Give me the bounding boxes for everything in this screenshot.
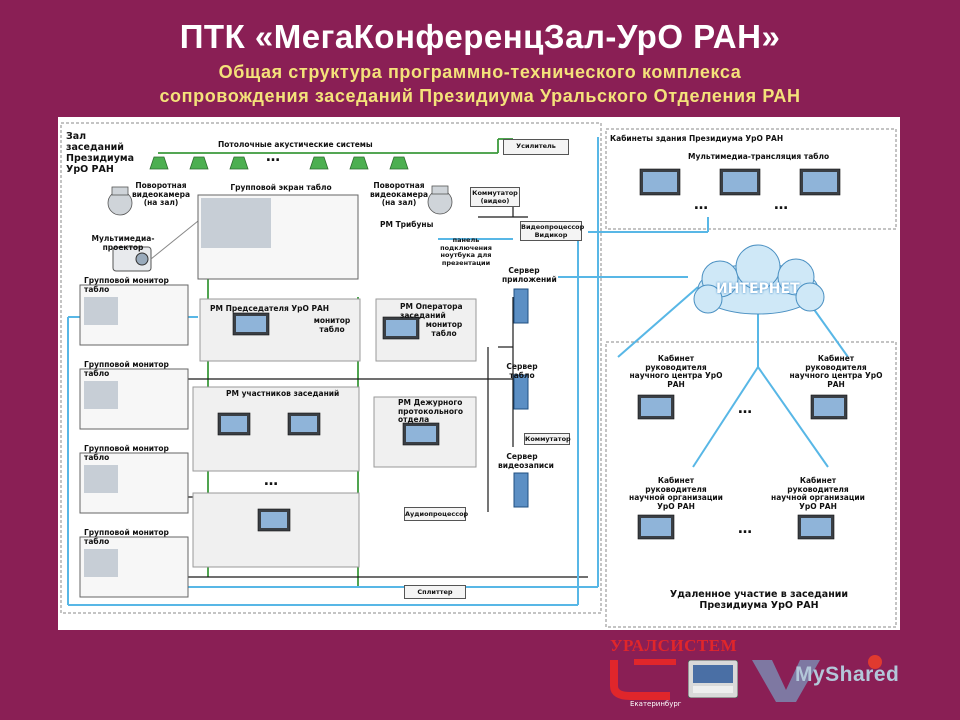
- server-racks: [513, 288, 529, 508]
- ceiling-speakers: [149, 156, 409, 170]
- video-rec-server-label: Сервер видеозаписи: [498, 452, 554, 470]
- rm-participants-label: РМ участников заседаний: [226, 389, 340, 398]
- group-monitor-photos: [84, 297, 118, 577]
- amplifier-box: Усилитель: [503, 139, 569, 155]
- uralsystem-logo-icon: [610, 659, 676, 700]
- internet-label: ИНТЕРНЕТ: [716, 281, 800, 297]
- group-monitor-label-1: Групповой монитор табло: [84, 276, 169, 294]
- rm-operator-label: РМ Оператора заседаний: [400, 302, 463, 320]
- watermark-text: MyShared: [795, 663, 900, 686]
- app-server-label: Сервер приложений: [502, 266, 557, 284]
- multimedia-broadcast-label: Мультимедиа-трансляция табло: [688, 152, 830, 161]
- splitter-box: Сплиттер: [404, 585, 466, 599]
- office-sci-org-label-2: Кабинет руководителя научной организации…: [771, 476, 865, 511]
- group-screen-photo: [201, 198, 271, 248]
- monitor-tablo-label-2: монитор табло: [425, 320, 463, 338]
- group-monitor-label-3: Групповой монитор табло: [84, 444, 169, 462]
- office-sci-center-label-2: Кабинет руководителя научного центра УрО…: [789, 354, 883, 389]
- office-sci-center-label-1: Кабинет руководителя научного центра УрО…: [629, 354, 723, 389]
- uralsystem-logo-text: УРАЛСИСТЕМ: [610, 636, 738, 655]
- monitor-tablo-label-1: монитор табло: [313, 316, 351, 334]
- audio-processor-box: Аудиопроцессор: [404, 507, 468, 521]
- group-screen-label: Групповой экран табло: [230, 183, 332, 192]
- page-subtitle-line2: сопровождения заседаний Президиума Ураль…: [159, 86, 801, 106]
- watermark-dot-icon: [868, 655, 882, 669]
- participants-ellipsis: …: [264, 473, 280, 489]
- remote-participation-label: Удаленное участие в заседании Президиума…: [669, 589, 849, 611]
- group-monitor-label-4: Групповой монитор табло: [84, 528, 169, 546]
- rm-chairman-label: РМ Председателя УрО РАН: [210, 304, 330, 313]
- uralsystem-logo-city: Екатеринбург: [630, 700, 682, 708]
- laptop-panel-label: панель подключения ноутбука для презента…: [440, 236, 492, 267]
- presidium-offices-label: Кабинеты здания Президиума УрО РАН: [610, 134, 784, 143]
- page-subtitle-line1: Общая структура программно-технического …: [218, 62, 742, 82]
- video-processor-box: Видеопроцессор Видикор: [520, 221, 584, 241]
- network-lines: [67, 137, 849, 606]
- ptz-camera-right-label: Поворотная видеокамера (на зал): [369, 181, 429, 207]
- ptz-cameras: [107, 185, 453, 216]
- tablo-server-label: Сервер табло: [506, 362, 538, 380]
- video-switch-box: Коммутатор (видео): [470, 187, 520, 207]
- projector-lens: [135, 252, 149, 266]
- remote-ellipsis-1: …: [738, 401, 754, 417]
- rm-tribune-label: РМ Трибуны: [380, 220, 434, 229]
- switch-box: Коммутатор: [524, 433, 571, 445]
- hall-title: Зал заседаний Президиума УрО РАН: [66, 131, 135, 175]
- ptz-camera-left-label: Поворотная видеокамера (на зал): [131, 181, 191, 207]
- page-title: ПТК «МегаКонференцЗал-УрО РАН»: [179, 18, 781, 55]
- remote-border: [605, 341, 897, 628]
- offices-border: [605, 128, 897, 230]
- console-device-icon: [688, 660, 738, 698]
- office-sci-org-label-1: Кабинет руководителя научной организации…: [629, 476, 723, 511]
- internet-cloud: [693, 244, 825, 315]
- structure-diagram: Зал заседаний Президиума УрО РАН Потолоч…: [58, 117, 900, 630]
- speakers-ellipsis: …: [266, 149, 282, 165]
- group-monitor-label-2: Групповой монитор табло: [84, 360, 169, 378]
- workstation-areas: [192, 298, 477, 568]
- rm-duty-label: РМ Дежурного протокольного отдела: [398, 398, 464, 424]
- projector-beam: [150, 216, 204, 260]
- ceiling-speakers-label: Потолочные акустические системы: [218, 140, 373, 149]
- hall-border: [60, 122, 602, 614]
- offices-ellipsis-1: …: [694, 197, 710, 213]
- diagram-canvas: [60, 122, 897, 628]
- laptop-screens: [221, 172, 844, 536]
- projector-label: Мультимедиа-проектор: [91, 234, 155, 252]
- offices-ellipsis-2: …: [774, 197, 790, 213]
- remote-ellipsis-2: …: [738, 521, 754, 537]
- watermark-logo-shape: [752, 660, 820, 702]
